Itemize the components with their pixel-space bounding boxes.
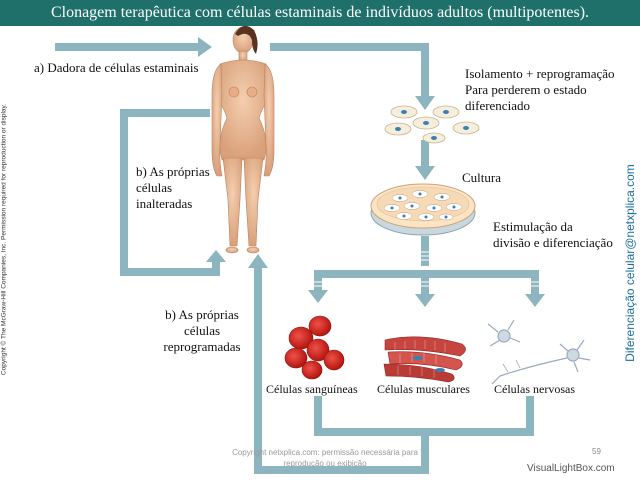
stimulation-label: Estimulação da divisão e diferenciação [493,219,613,250]
arrowhead-unaltered [206,250,226,262]
unaltered-label: b) As próprias células inalteradas [136,164,210,211]
arrow-unaltered-loop [120,109,220,276]
arrow-heads [198,37,545,307]
page-number: 59 [592,447,601,456]
muscle-cells [383,336,466,383]
isolated-cells [384,105,480,144]
side-credit: Diferenciação celular@netxplica.com [623,164,637,362]
arrow-donor-to-isolation [270,43,429,96]
arrowhead-culture [415,166,435,180]
arrow-reprogrammed-return [254,268,429,474]
diagram-title: Clonagem terapêutica com células estamin… [50,4,590,21]
flow-arrows [55,43,539,474]
culture-label: Cultura [462,170,501,185]
copyright-vertical: Copyright © The McGraw-Hill Companies, I… [0,103,8,376]
arrowhead-donor [198,37,212,57]
arrowhead-muscle [415,294,435,307]
arrowhead-blood [308,290,328,303]
muscle-cells-label: Células musculares [377,382,470,396]
donor-figure [211,25,275,254]
arrowhead-isolation [415,96,435,110]
watermark: VisualLightBox.com [527,463,615,474]
petri-dish [370,183,476,236]
title-bar: Clonagem terapêutica com células estamin… [0,0,640,26]
nerve-cells [487,319,591,385]
junction-stripes [314,251,539,287]
arrowhead-nerve [525,294,545,307]
blood-cells-label: Células sanguíneas [266,382,358,396]
footer-copyright: Copyright netxplica.com: permissão neces… [232,448,418,468]
donor-label: a) Dadora de células estaminais [34,60,199,75]
blood-cells [284,315,345,380]
arrowhead-reprogrammed [248,254,268,268]
isolation-label: Isolamento + reprogramação Para perderem… [465,66,615,113]
reprogrammed-label: b) As próprias células reprogramadas [163,307,241,354]
nerve-cells-label: Células nervosas [494,382,575,396]
arrow-bottom-bar [314,396,534,436]
